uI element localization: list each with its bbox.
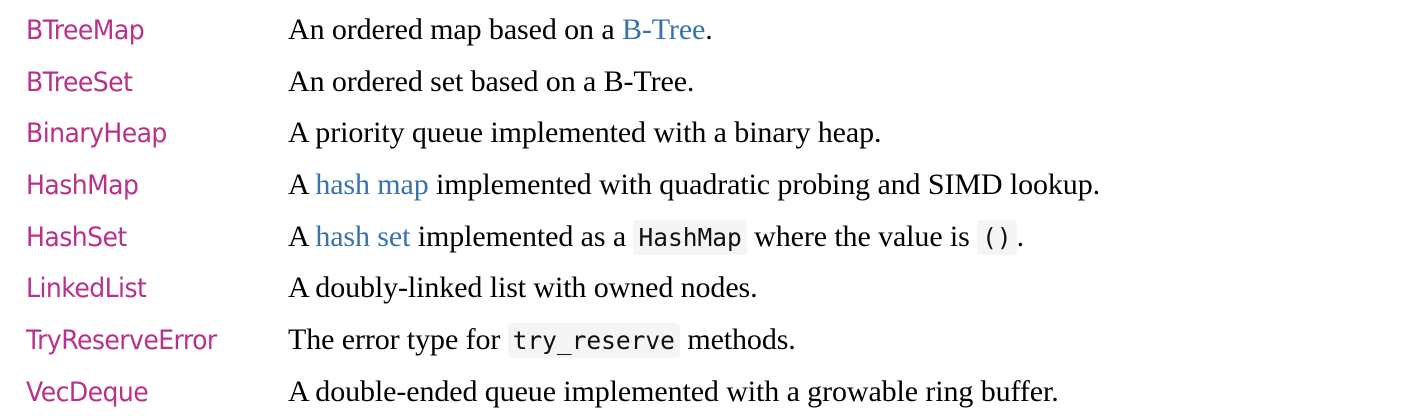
description-text: An ordered map based on a [288,13,622,46]
description-text: implemented with quadratic probing and S… [428,168,1101,202]
item-name-link[interactable]: BTreeSet [26,66,133,98]
inline-code: () [977,219,1017,255]
table-row: BTreeSet An ordered set based on a B-Tree… [0,56,1420,108]
item-description: A priority queue implemented with a bina… [288,107,1420,159]
inline-code: HashMap [633,219,747,255]
table-row: BinaryHeap A priority queue implemented w… [0,107,1420,159]
description-text: methods. [679,323,796,357]
description-text: A [288,219,316,253]
item-description: An ordered set based on a B-Tree. [288,56,1420,108]
item-description: A doubly-linked list with owned nodes. [288,262,1420,314]
item-name-link[interactable]: TryReserveError [26,325,217,357]
description-text: implemented as a [410,219,634,253]
doc-link[interactable]: hash map [315,168,429,202]
description-text: A priority queue implemented with a bina… [288,116,882,150]
description-text: where the value is [746,219,978,253]
item-description: A hash set implemented as a HashMap wher… [288,211,1420,264]
item-description: The error type for try_reserve methods. [288,314,1420,367]
item-name-link[interactable]: BinaryHeap [26,118,167,150]
item-name-link[interactable]: HashSet [26,221,127,253]
inline-code: try_reserve [507,323,680,359]
table-row: BTreeMap An ordered map based on a B-Tree… [0,4,1420,56]
description-text: . [1016,219,1025,253]
item-description: An ordered map based on a B-Tree. [288,4,1420,56]
description-text: A doubly-linked list with owned nodes. [288,271,758,305]
item-description: A hash map implemented with quadratic pr… [288,159,1420,211]
table-row: HashMap A hash map implemented with quadr… [0,159,1420,211]
doc-link[interactable]: B-Tree [621,13,706,46]
doc-link[interactable]: hash set [315,219,411,253]
description-text: The error type for [288,323,508,357]
description-text: An ordered set based on a B-Tree. [288,64,695,98]
item-description: A double-ended queue implemented with a … [288,366,1420,418]
table-row: TryReserveError The error type for try_re… [0,314,1420,366]
item-name-link[interactable]: HashMap [26,170,139,202]
table-row: VecDeque A double-ended queue implemented… [0,366,1420,418]
description-text: . [705,13,713,46]
item-name-link[interactable]: BTreeMap [26,15,145,46]
item-name-link[interactable]: VecDeque [26,376,149,408]
table-row: HashSet A hash set implemented as a HashM… [0,211,1420,263]
description-text: A double-ended queue implemented with a … [288,374,1059,408]
item-name-link[interactable]: LinkedList [26,273,147,305]
table-row: LinkedList A doubly-linked list with owne… [0,262,1420,314]
description-text: A [288,168,316,202]
